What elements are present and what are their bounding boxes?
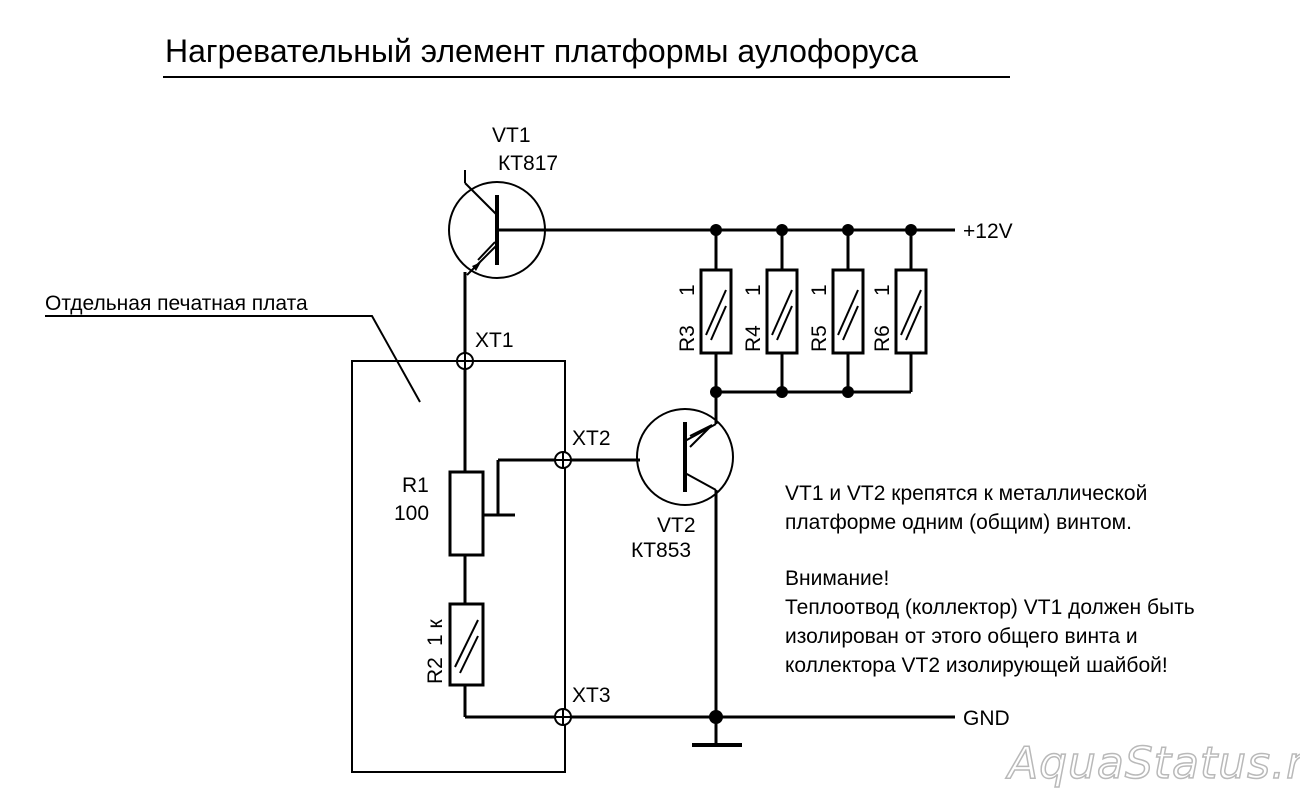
r6-label: R6 1 [871, 284, 894, 352]
junction-dot [842, 224, 854, 236]
r5-value: 1 [808, 284, 831, 296]
separate-pcb-leader [45, 315, 421, 403]
vt2-emitter-arrow-a [689, 424, 713, 437]
r4-ref: R4 [742, 325, 765, 352]
vt1-part: КТ817 [498, 152, 558, 175]
note-warning-title: Внимание! [785, 567, 889, 590]
junction-dot [842, 386, 854, 398]
note-warning-line1: Теплоотвод (коллектор) VT1 должен быть [785, 596, 1195, 619]
vt2-emitter-arrow-b [689, 424, 713, 448]
r4-label: R4 1 [742, 284, 765, 352]
r1-body [448, 470, 485, 557]
note-mount-line2: платформе одним (общим) винтом. [785, 511, 1132, 534]
supply-label: +12V [963, 220, 1013, 243]
r2-value: 1 к [424, 618, 447, 646]
vt1-emitter-arrow-line [477, 241, 496, 261]
vt1-emitter-arrow [472, 262, 481, 271]
junction-dot [776, 224, 788, 236]
vt1-ref: VT1 [492, 124, 531, 147]
resistor-hatches [705, 289, 922, 341]
r3-ref: R3 [676, 325, 699, 352]
r2-label: R2 1 к [424, 618, 447, 684]
r5-ref: R5 [808, 325, 831, 352]
separate-pcb-label: Отдельная печатная плата [45, 292, 308, 315]
xt3-label: XT3 [572, 684, 611, 707]
junction-dot [776, 386, 788, 398]
vt2-ref: VT2 [657, 514, 696, 537]
r6-ref: R6 [871, 325, 894, 352]
junction-dot [710, 224, 722, 236]
r2-ref: R2 [424, 657, 447, 684]
xt2-label: XT2 [572, 427, 611, 450]
r1-wiper [483, 460, 515, 517]
junction-dot [905, 224, 917, 236]
xt1-label: XT1 [475, 329, 514, 352]
xt3-terminal [554, 708, 572, 726]
xt1-terminal [456, 352, 474, 370]
junction-dot [709, 710, 723, 724]
vt2-part: КТ853 [631, 539, 691, 562]
vt2-transistor [636, 392, 734, 506]
vt1-transistor [448, 170, 546, 279]
r3-label: R3 1 [676, 284, 699, 352]
note-warning-line2: изолирован от этого общего винта и [785, 625, 1138, 648]
ground-label: GND [963, 707, 1010, 730]
vt1-emitter-lead [466, 244, 498, 276]
note-warning-line3: коллектора VT2 изолирующей шайбой! [785, 654, 1168, 677]
note-mount-line1: VT1 и VT2 крепятся к металлической [785, 482, 1147, 505]
resistor-bank [699, 224, 928, 398]
r4-value: 1 [742, 284, 765, 296]
vt2-body [636, 408, 734, 506]
r5-label: R5 1 [808, 284, 831, 352]
r6-value: 1 [871, 284, 894, 296]
vt2-collector-lead [684, 472, 717, 491]
r2-hatch [454, 619, 479, 674]
xt2-terminal [554, 451, 572, 469]
watermark: AquaStatus.ru [1005, 738, 1300, 789]
r1-value: 100 [394, 502, 429, 525]
r1-ref: R1 [402, 474, 429, 497]
separate-pcb-outline [351, 360, 566, 773]
r3-value: 1 [676, 284, 699, 296]
diagram-title: Нагревательный элемент платформы аулофор… [165, 33, 918, 69]
vt1-collector-lead [464, 182, 498, 216]
